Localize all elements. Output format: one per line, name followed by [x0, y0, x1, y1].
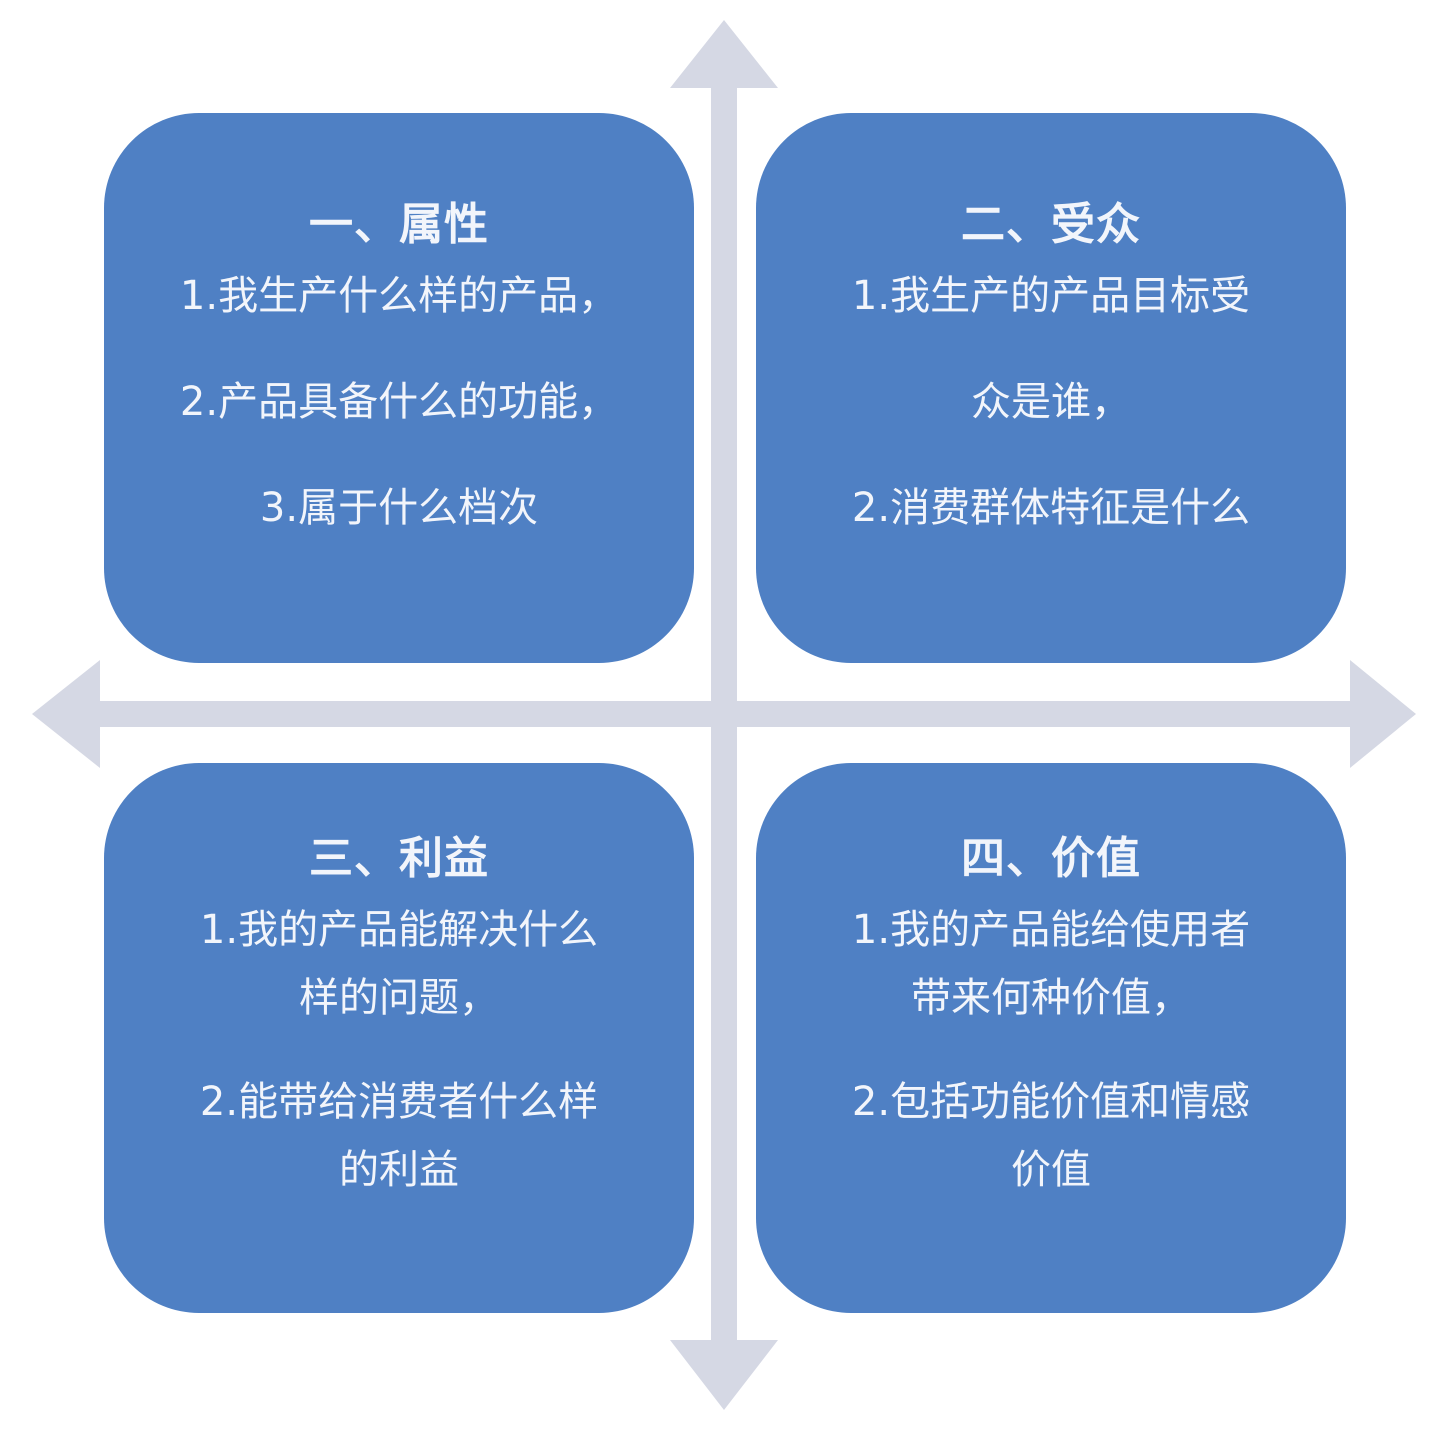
- quadrant-line: 2.能带给消费者什么样: [199, 1078, 599, 1125]
- quadrant-line: 样的问题，: [299, 974, 499, 1021]
- quadrant-line: 的利益: [339, 1146, 459, 1193]
- quadrant-title: 二、受众: [961, 199, 1141, 250]
- quadrant-line: 众是谁，: [971, 378, 1131, 425]
- quadrant-line: 2.产品具备什么的功能，: [179, 378, 619, 425]
- quadrant-benefits: 三、利益 1.我的产品能解决什么 样的问题， 2.能带给消费者什么样 的利益: [104, 763, 694, 1313]
- arrow-left-icon: [32, 660, 100, 768]
- arrow-up-icon: [670, 20, 778, 88]
- quadrant-line: 1.我生产的产品目标受: [851, 272, 1251, 319]
- quadrant-audience: 二、受众 1.我生产的产品目标受 众是谁， 2.消费群体特征是什么: [756, 113, 1346, 663]
- quadrant-title: 四、价值: [961, 833, 1141, 884]
- quadrant-attributes: 一、属性 1.我生产什么样的产品， 2.产品具备什么的功能， 3.属于什么档次: [104, 113, 694, 663]
- quadrant-line: 价值: [1011, 1146, 1091, 1193]
- horizontal-axis: [90, 701, 1360, 727]
- quadrant-value: 四、价值 1.我的产品能给使用者 带来何种价值， 2.包括功能价值和情感 价值: [756, 763, 1346, 1313]
- arrow-right-icon: [1350, 660, 1416, 768]
- quadrant-line: 2.包括功能价值和情感: [851, 1078, 1251, 1125]
- quadrant-title: 一、属性: [309, 199, 489, 250]
- arrow-down-icon: [670, 1340, 778, 1410]
- quadrant-line: 1.我生产什么样的产品，: [179, 272, 619, 319]
- quadrant-title: 三、利益: [309, 833, 489, 884]
- quadrant-line: 3.属于什么档次: [259, 484, 539, 531]
- quadrant-line: 1.我的产品能给使用者: [851, 906, 1251, 953]
- quadrant-line: 带来何种价值，: [911, 974, 1191, 1021]
- quadrant-line: 2.消费群体特征是什么: [851, 484, 1251, 531]
- quadrant-line: 1.我的产品能解决什么: [199, 906, 599, 953]
